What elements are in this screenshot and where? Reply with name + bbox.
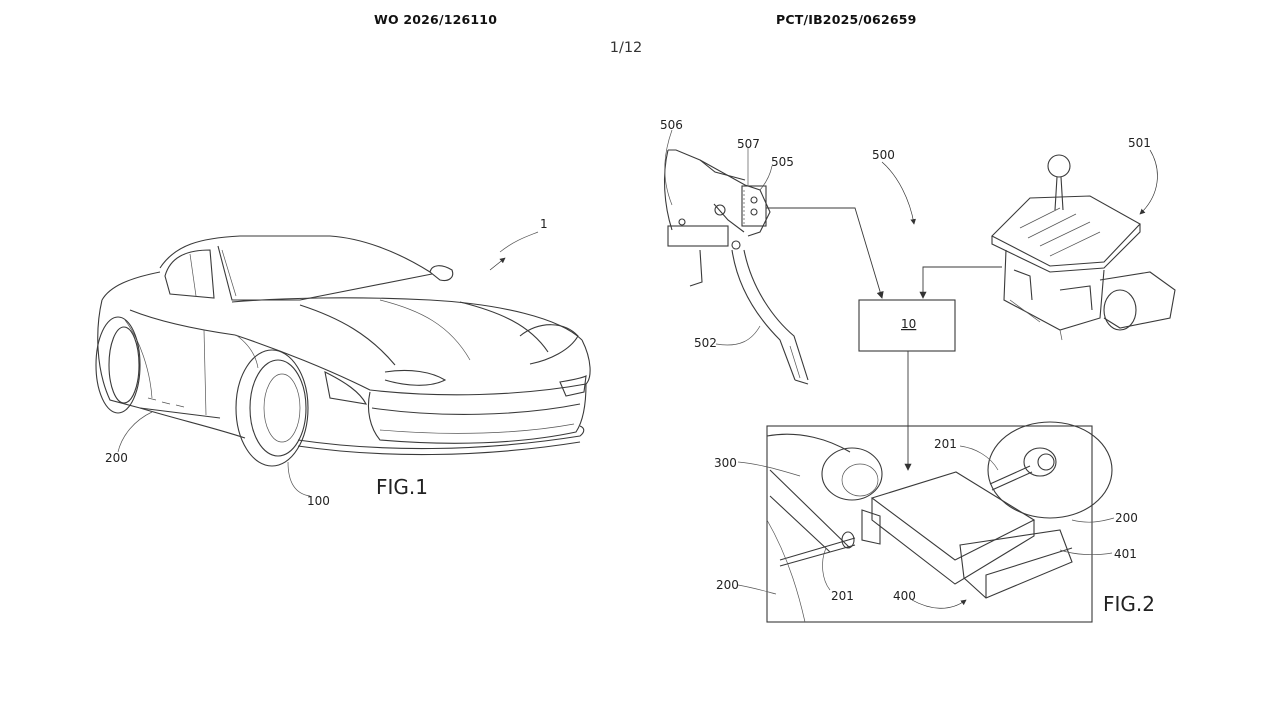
fig2-ref-200-right: 200 [1115, 511, 1138, 525]
fig2-control-unit [858, 299, 956, 352]
fig1-ref-200: 200 [105, 451, 128, 465]
fig2-detail-frame [766, 425, 1093, 623]
publication-number: WO 2026/126110 [374, 12, 498, 27]
fig1-caption: FIG.1 [376, 475, 428, 499]
fig2-ref-500: 500 [872, 148, 895, 162]
sheet-number: 1/12 [609, 40, 643, 56]
fig2-caption: FIG.2 [1103, 592, 1155, 616]
fig2-ref-400: 400 [893, 589, 916, 603]
fig2-ref-201-top: 201 [934, 437, 957, 451]
fig2-ref-201-bottom: 201 [831, 589, 854, 603]
application-number: PCT/IB2025/062659 [776, 12, 917, 27]
fig2-actuator-detail [766, 421, 1113, 623]
fig2-ref-10: 10 [901, 317, 916, 331]
fig2-shifter-assembly [991, 154, 1176, 341]
fig2-ref-502: 502 [694, 336, 717, 350]
fig1-ref-1: 1 [540, 217, 548, 231]
fig1-ref-100: 100 [307, 494, 330, 508]
fig2-ref-505: 505 [771, 155, 794, 169]
fig2-ref-507: 507 [737, 137, 760, 151]
fig2-ref-506: 506 [660, 118, 683, 132]
fig2-ref-401: 401 [1114, 547, 1137, 561]
fig2-ref-200-left: 200 [716, 578, 739, 592]
fig2-ref-300: 300 [714, 456, 737, 470]
fig2-ref-501: 501 [1128, 136, 1151, 150]
fig2-pedal-assembly [663, 149, 809, 385]
fig1-car-drawing [95, 235, 591, 467]
